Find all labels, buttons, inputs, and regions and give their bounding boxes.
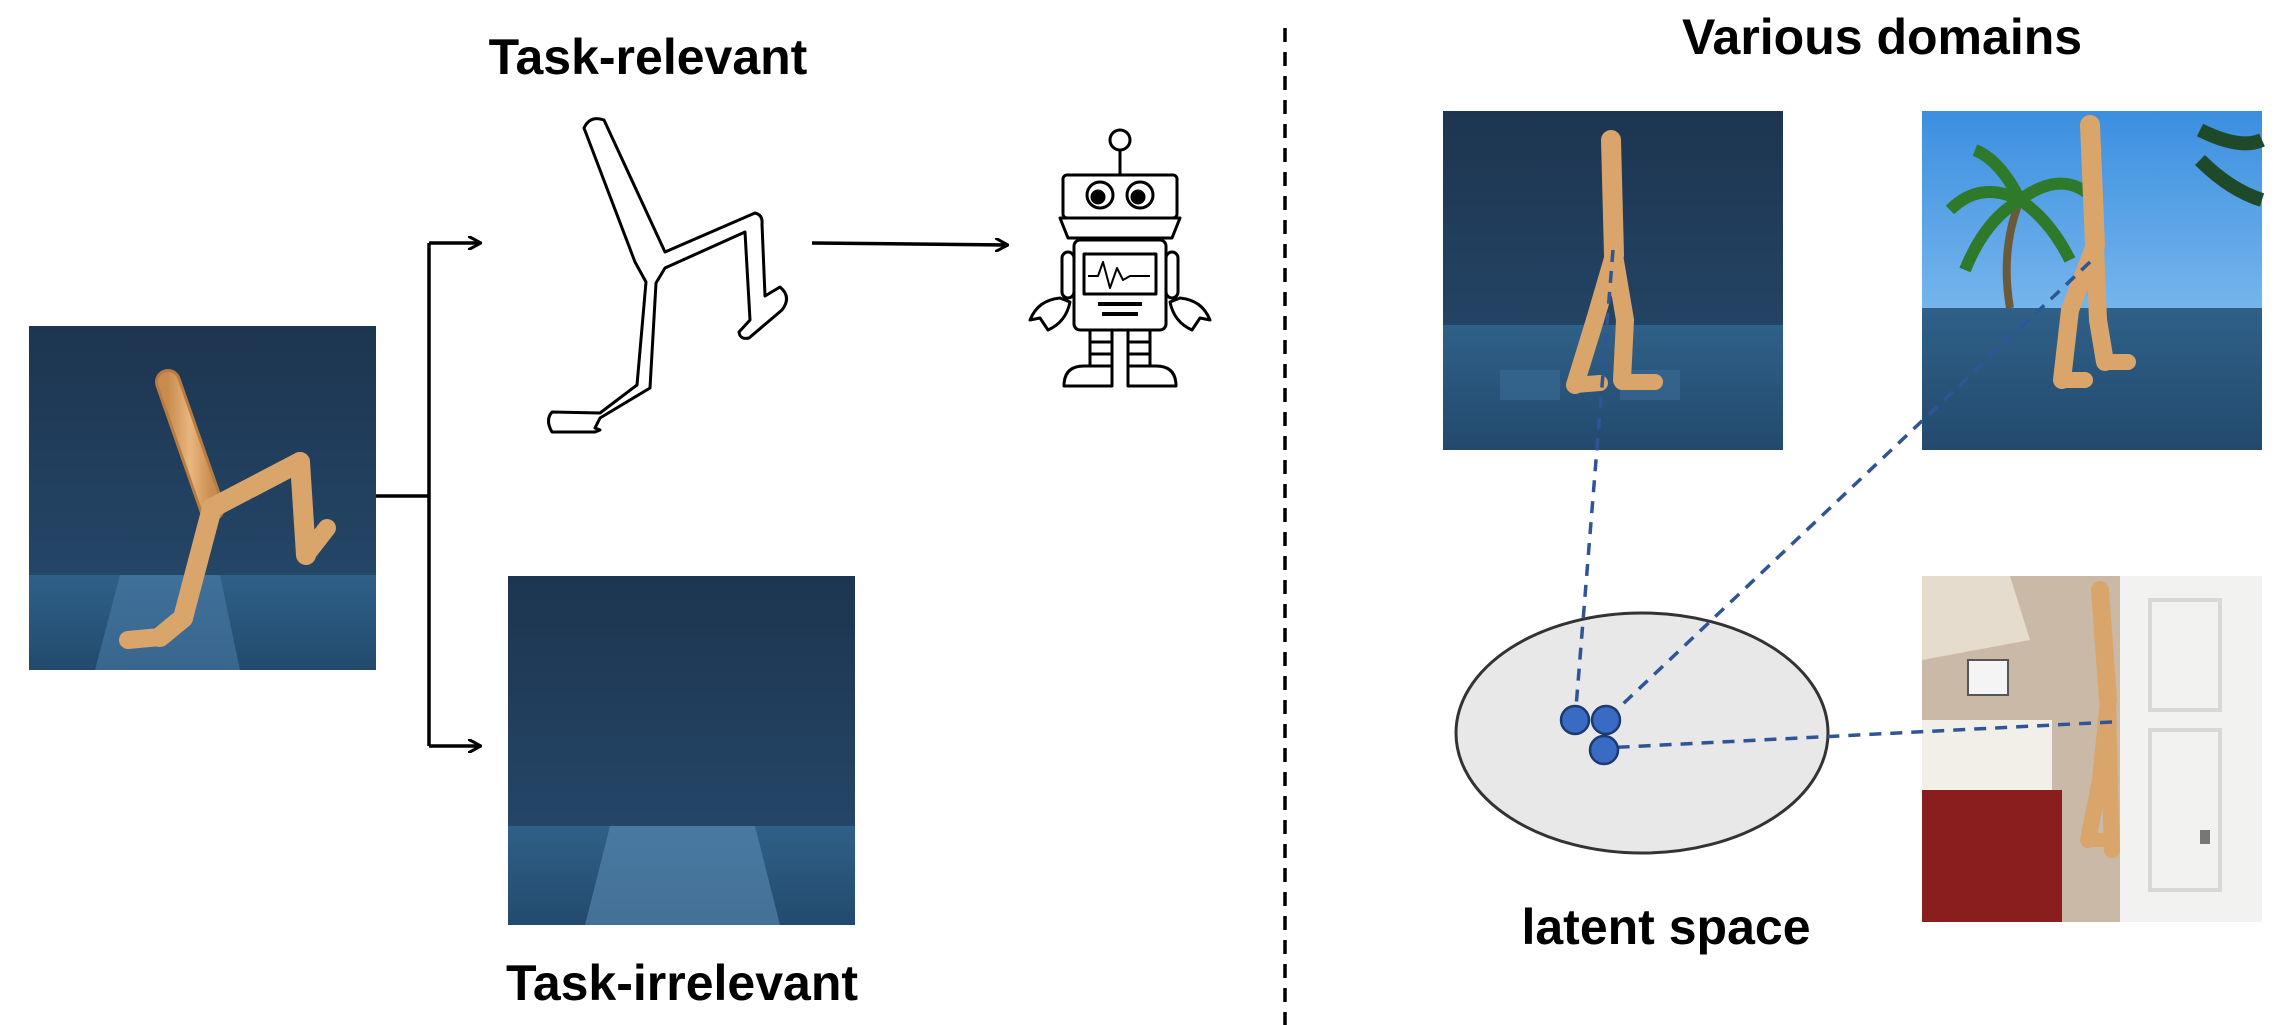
task-relevant-title: Task-relevant bbox=[489, 29, 808, 85]
task-irrelevant-title: Task-irrelevant bbox=[506, 955, 858, 1011]
door-icon bbox=[2120, 576, 2262, 922]
task-irrelevant-background-image bbox=[508, 576, 855, 925]
latent-point bbox=[1559, 704, 1591, 736]
domain-image-beach bbox=[1922, 111, 2265, 450]
walker-outline-icon bbox=[547, 117, 788, 434]
palm-tree-icon bbox=[1945, 123, 2265, 309]
latent-points bbox=[1559, 704, 1622, 766]
latent-point bbox=[1588, 734, 1620, 766]
various-domains-title: Various domains bbox=[1682, 9, 2082, 65]
branch-connector bbox=[376, 243, 480, 746]
walker-sim-icon bbox=[119, 369, 336, 649]
robot-icon bbox=[1028, 128, 1212, 388]
relevant-to-robot-arrow bbox=[811, 243, 1007, 245]
latent-point bbox=[1590, 704, 1622, 736]
latent-space-label: latent space bbox=[1521, 899, 1810, 955]
domain-image-room bbox=[1922, 576, 2262, 922]
domain-links bbox=[1573, 249, 2113, 750]
domain-image-default bbox=[1443, 111, 1783, 450]
source-walker-image bbox=[29, 326, 376, 670]
latent-space-ellipse bbox=[1454, 611, 1830, 855]
